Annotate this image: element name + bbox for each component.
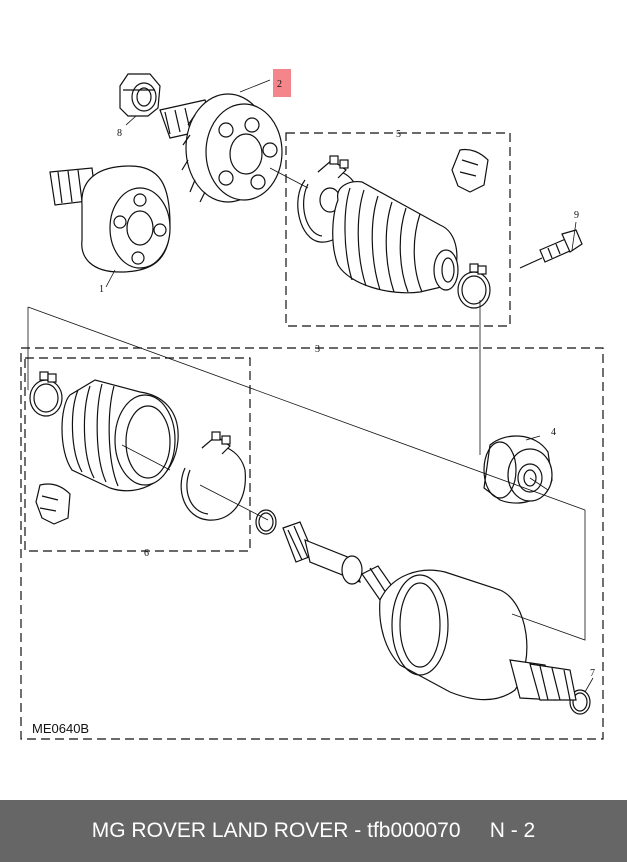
part-joint-housing-2 (159, 93, 283, 203)
part-bearing-4 (483, 435, 553, 504)
callout-4: 4 (551, 427, 556, 438)
callout-5: 5 (396, 129, 401, 140)
part-grease-6 (35, 483, 71, 525)
callout-3: 3 (315, 344, 320, 355)
part-clip-6a (29, 371, 63, 417)
part-clip-5b (457, 263, 491, 309)
highlight-callout-2 (273, 69, 291, 97)
leader-lines (27, 79, 594, 693)
callout-9: 9 (574, 210, 579, 221)
footer-bar: MG ROVER LAND ROVER - tfb000070 N - 2 (0, 800, 627, 862)
callout-6: 6 (144, 548, 149, 559)
group-box-3 (20, 347, 604, 740)
group-box-5 (285, 132, 511, 327)
part-clip-5a (297, 155, 359, 243)
callout-7: 7 (590, 668, 595, 679)
part-outer-joint-1 (49, 165, 171, 273)
part-clip-6b (180, 431, 246, 521)
parts-diagram: 1 2 3 4 5 6 7 8 9 ME0640B (20, 73, 604, 740)
group-box-6 (24, 357, 251, 552)
part-drive-shaft (282, 521, 577, 701)
callout-8: 8 (117, 128, 122, 139)
part-boot-6 (61, 379, 179, 492)
callout-2: 2 (277, 79, 282, 90)
part-circlip-7 (569, 689, 591, 715)
part-grease-5 (451, 148, 489, 193)
diagram-code: ME0640B (32, 721, 89, 736)
part-bolt-9 (519, 229, 583, 269)
part-nut-8 (119, 73, 161, 117)
footer-brand: MG ROVER LAND ROVER - tfb000070 (91, 819, 461, 842)
callout-1: 1 (99, 284, 104, 295)
part-boot-5 (332, 181, 459, 294)
part-circlip-small (255, 509, 277, 535)
footer-page: N - 2 (489, 819, 536, 842)
